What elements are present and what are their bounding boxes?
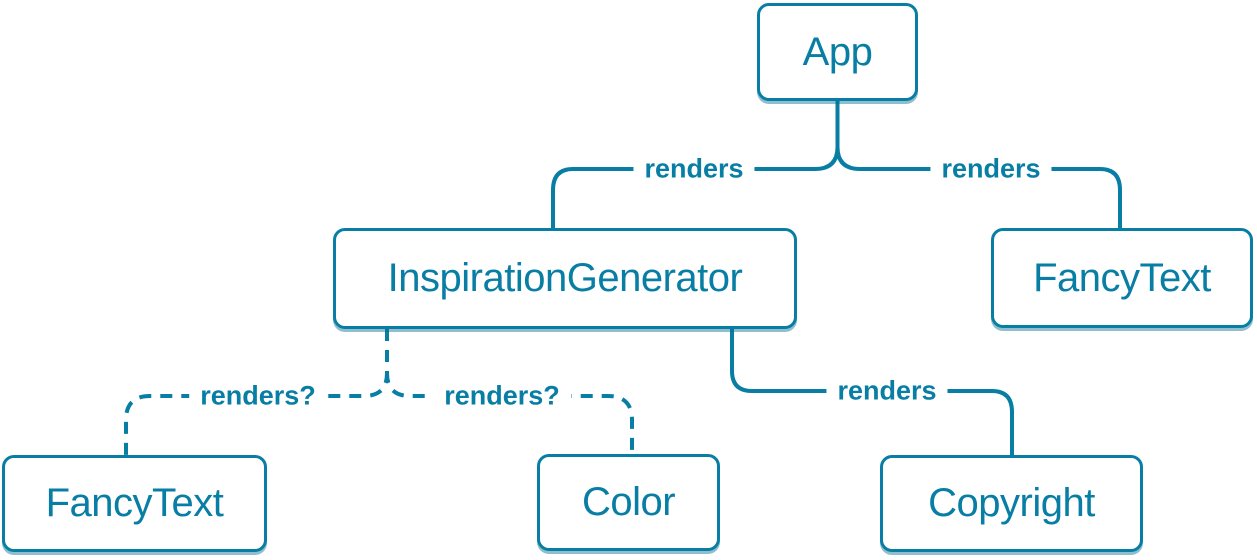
node-app-label: App: [802, 29, 873, 74]
node-fancy-text-bottom: FancyText: [2, 455, 267, 552]
node-app: App: [757, 3, 918, 101]
node-color-label: Color: [581, 480, 676, 524]
edge-label-renders-copyright: renders: [826, 375, 948, 407]
edge-label-renders-fancy-text: renders: [930, 153, 1052, 185]
node-copyright-label: Copyright: [928, 481, 1095, 525]
edge-label-renders-inspiration-generator: renders: [633, 153, 755, 185]
node-inspiration-generator-label: InspirationGenerator: [387, 256, 743, 300]
node-color: Color: [537, 454, 720, 551]
node-fancy-text-top: FancyText: [991, 228, 1253, 328]
node-fancy-text-bottom-label: FancyText: [45, 481, 224, 525]
edge-label-renders-conditional-fancy-text: renders?: [189, 380, 327, 412]
node-copyright: Copyright: [880, 455, 1143, 552]
node-inspiration-generator: InspirationGenerator: [333, 228, 797, 329]
edge-label-renders-conditional-color: renders?: [433, 380, 571, 412]
node-fancy-text-top-label: FancyText: [1033, 255, 1211, 300]
